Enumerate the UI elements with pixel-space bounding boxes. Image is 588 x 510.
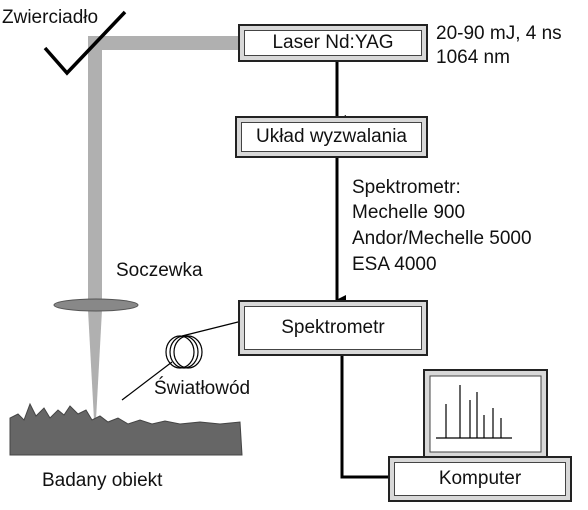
laser-label: Laser Nd:YAG	[244, 30, 422, 56]
beam-vertical	[88, 36, 102, 302]
mirror-label: Zwierciadło	[2, 7, 99, 28]
lens-icon	[53, 298, 139, 312]
beam-horizontal	[88, 36, 240, 50]
laser-specs-line1: 20-90 mJ, 4 ns	[436, 23, 562, 44]
spectrometer-label: Spektrometr	[244, 306, 422, 350]
laser-specs-line2: 1064 nm	[436, 47, 510, 68]
cable-spectrometer-to-computer	[340, 355, 390, 479]
monitor-icon	[423, 369, 548, 459]
spectrum-plot	[436, 385, 512, 439]
fiber-line-to-sample	[121, 361, 173, 401]
computer-label: Komputer	[394, 462, 566, 496]
spectrometer-box: Spektrometr	[238, 300, 428, 356]
spectrometer-option-3: ESA 4000	[352, 254, 437, 275]
computer-box: Komputer	[388, 456, 572, 502]
spectrometer-option-2: Andor/Mechelle 5000	[352, 228, 532, 249]
spectrometer-option-1: Mechelle 900	[352, 202, 466, 223]
lens-label: Soczewka	[116, 260, 203, 281]
trigger-label: Układ wyzwalania	[241, 122, 422, 152]
trigger-box: Układ wyzwalania	[235, 116, 428, 158]
fiber-label: Światłowód	[154, 378, 251, 399]
fiber-line-to-spectrometer	[181, 320, 243, 337]
sample-label: Badany obiekt	[42, 470, 163, 491]
mirror-icon	[43, 10, 127, 76]
beam-focused	[88, 310, 102, 420]
spectrometer-list-title: Spektrometr:	[352, 177, 461, 198]
laser-box: Laser Nd:YAG	[238, 24, 428, 62]
sample-object	[9, 402, 243, 456]
